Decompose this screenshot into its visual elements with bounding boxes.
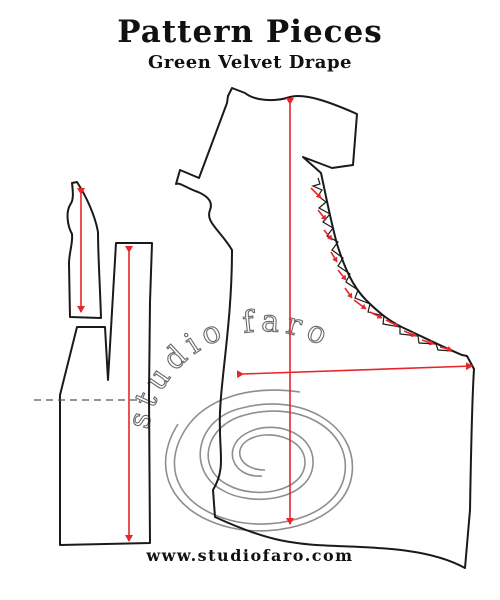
website-link[interactable]: www.studiofaro.com bbox=[146, 546, 354, 565]
main-bodice-drape-piece bbox=[175, 87, 475, 569]
watermark-spiral: studio faro bbox=[121, 303, 354, 532]
page-title: Pattern Pieces bbox=[117, 14, 383, 50]
sleeve-small-piece bbox=[66, 181, 102, 319]
page-subtitle: Green Velvet Drape bbox=[147, 52, 352, 73]
skirt-side-piece bbox=[34, 242, 153, 546]
